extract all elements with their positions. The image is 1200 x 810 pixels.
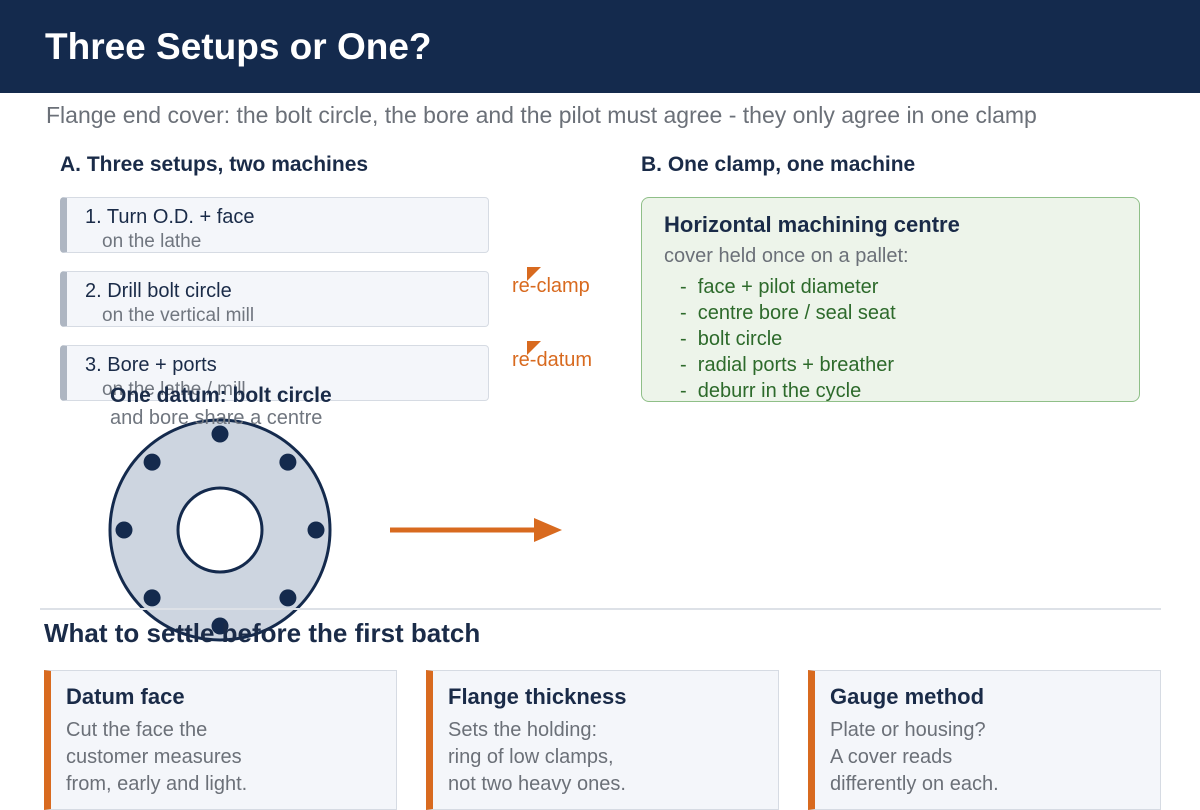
setup-step-machine: on the vertical mill [102,305,255,326]
page-title: Three Setups or One? [45,26,432,67]
card-line: differently on each. [830,773,999,795]
card-line: from, early and light. [66,773,248,795]
setup-step-label: 2. Drill bolt circle [85,280,232,302]
re-datum-flag-icon [527,341,541,355]
setup-step-1: 1. Turn O.D. + face on the lathe [60,197,489,253]
card-title: Datum face [66,684,185,709]
right-arrow-icon [390,518,562,542]
setup-step-label: 1. Turn O.D. + face [85,206,255,228]
page-subtitle: Flange end cover: the bolt circle, the b… [46,102,1037,128]
centre-bore [176,486,264,574]
setup-step-label: 3. Bore + ports [85,354,217,376]
setup-step-2: 2. Drill bolt circle on the vertical mil… [60,271,489,327]
section-b-title: B. One clamp, one machine [641,153,916,176]
hmc-operation-list: face + pilot diameter centre bore / seal… [680,274,896,404]
re-clamp-flag-icon [527,267,541,281]
transition-re-clamp: re-clamp [512,275,590,297]
card-flange-thickness: Flange thickness Sets the holding: ring … [426,670,779,810]
hmc-operation: bolt circle [680,326,896,352]
bolt-circle [115,425,325,635]
card-gauge-method: Gauge method Plate or housing? A cover r… [808,670,1161,810]
flange-diagram [108,418,332,642]
transition-re-datum: re-datum [512,349,593,371]
hmc-operation: centre bore / seal seat [680,300,896,326]
hmc-operation: face + pilot diameter [680,274,896,300]
section-divider [40,608,1161,610]
bolt-hole [211,617,229,635]
card-line: customer measures [66,746,242,768]
card-line: ring of low clamps, [448,746,614,768]
card-datum-face: Datum face Cut the face the customer mea… [44,670,397,810]
card-title: Gauge method [830,684,985,709]
datum-subtitle: and bore share a centre [110,407,323,429]
card-title: Flange thickness [448,684,627,709]
card-body: Sets the holding: ring of low clamps, no… [448,717,626,798]
hmc-operation: deburr in the cycle [680,378,896,404]
bolt-hole [279,453,297,471]
setup-step-3: 3. Bore + ports on the lathe / mill [60,345,489,401]
setup-step-machine: on the lathe / mill [102,379,246,400]
setup-step-machine: on the lathe [102,231,202,252]
settle-title: What to settle before the first batch [44,618,481,648]
card-body: Plate or housing? A cover reads differen… [830,717,999,798]
bolt-hole [211,425,229,443]
card-line: Cut the face the [66,719,208,741]
hmc-lead: cover held once on a pallet: [664,245,909,267]
bolt-hole [279,589,297,607]
hmc-operation: radial ports + breather [680,352,896,378]
card-line: A cover reads [830,746,953,768]
card-line: not two heavy ones. [448,773,626,795]
page-header: Three Setups or One? [0,0,1200,93]
bolt-hole [143,589,161,607]
bolt-hole [115,521,133,539]
bolt-hole [143,453,161,471]
card-body: Cut the face the customer measures from,… [66,717,247,798]
card-line: Plate or housing? [830,719,986,741]
card-line: Sets the holding: [448,719,597,741]
datum-title: One datum: bolt circle [110,384,332,407]
hmc-box: Horizontal machining centre cover held o… [641,197,1140,402]
bolt-hole [307,521,325,539]
section-a-title: A. Three setups, two machines [60,153,369,176]
hmc-title: Horizontal machining centre [664,212,960,237]
